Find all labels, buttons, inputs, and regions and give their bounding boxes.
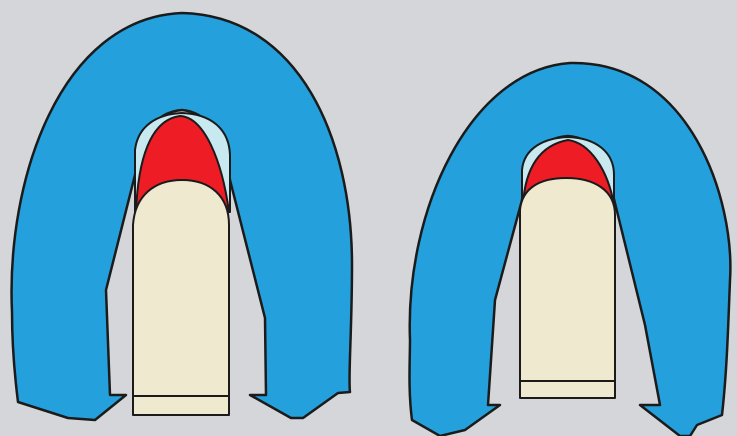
right-core-body <box>520 178 615 398</box>
left-core-body <box>133 180 229 415</box>
